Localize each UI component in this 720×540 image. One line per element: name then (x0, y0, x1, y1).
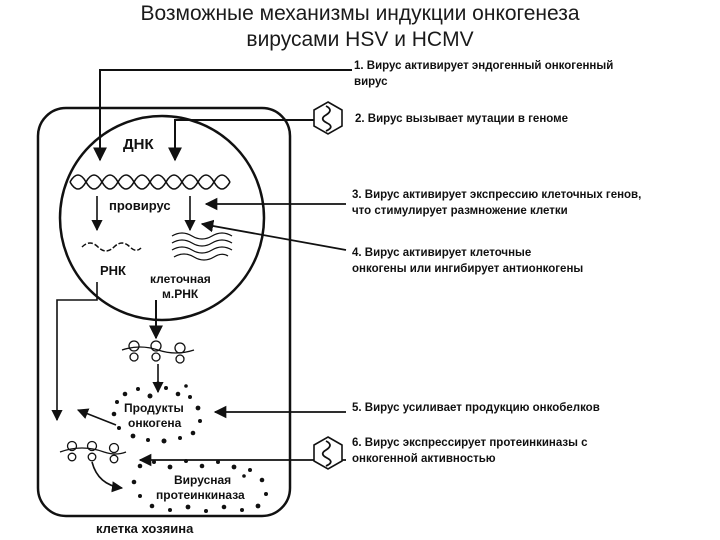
kinase-label-line2: протеинкиназа (156, 488, 245, 502)
mrna-label-line2: м.РНК (162, 287, 199, 301)
mechanism-2-line1: 2. Вирус вызывает мутации в геноме (355, 113, 568, 125)
arrow-1-to-dna (93, 69, 352, 162)
arrow-provirus-loop (51, 282, 98, 422)
rna-strand (81, 242, 142, 252)
virus-icon (313, 101, 343, 135)
host-cell-outline (36, 106, 292, 518)
mechanism-4-line2: онкогены или ингибирует антионкогены (352, 263, 583, 275)
viral-kinase-cloud (131, 459, 268, 513)
title-line-1: Возможные механизмы индукции онкогенеза (140, 2, 580, 25)
mechanism-4-line1: 4. Вирус активирует клеточные (352, 247, 531, 259)
arrow-to-viral-ribosome (76, 408, 117, 426)
virus-icon (313, 436, 343, 470)
mechanism-1-line2: вирус (354, 76, 388, 88)
dna-label: ДНК (123, 136, 155, 153)
kinase-label-line1: Вирусная (174, 473, 231, 487)
dna-helix (69, 174, 231, 190)
products-label-line1: Продукты (124, 401, 184, 415)
arrow-2-to-dna (168, 119, 315, 162)
mechanism-3-line1: 3. Вирус активирует экспрессию клеточных… (352, 189, 641, 201)
arrow-ribosome-to-kinase (91, 461, 124, 493)
oncogene-products-cloud (111, 381, 202, 444)
arrow-4-to-oncogenes (200, 219, 347, 251)
mechanism-6-line1: 6. Вирус экспрессирует протеинкиназы с (352, 437, 588, 449)
polyribosome-viral (59, 440, 127, 464)
cellular-mrna-strands (171, 232, 233, 261)
nucleus (58, 114, 266, 322)
products-label-line2: онкогена (128, 416, 182, 430)
mechanism-1-line1: 1. Вирус активирует эндогенный онкогенны… (354, 60, 613, 72)
mechanism-3-line2: что стимулирует размножение клетки (352, 205, 568, 217)
mrna-label-line1: клеточная (150, 272, 211, 286)
provirus-label: провирус (109, 198, 171, 213)
rna-label: РНК (100, 263, 126, 278)
mechanism-5-line1: 5. Вирус усиливает продукцию онкобелков (352, 402, 600, 414)
host-cell-label: клетка хозяина (96, 521, 194, 536)
title-line-2: вирусами HSV и HCMV (246, 28, 474, 51)
polyribosome-host (121, 340, 195, 364)
mechanism-6-line2: онкогенной активностью (352, 453, 496, 465)
